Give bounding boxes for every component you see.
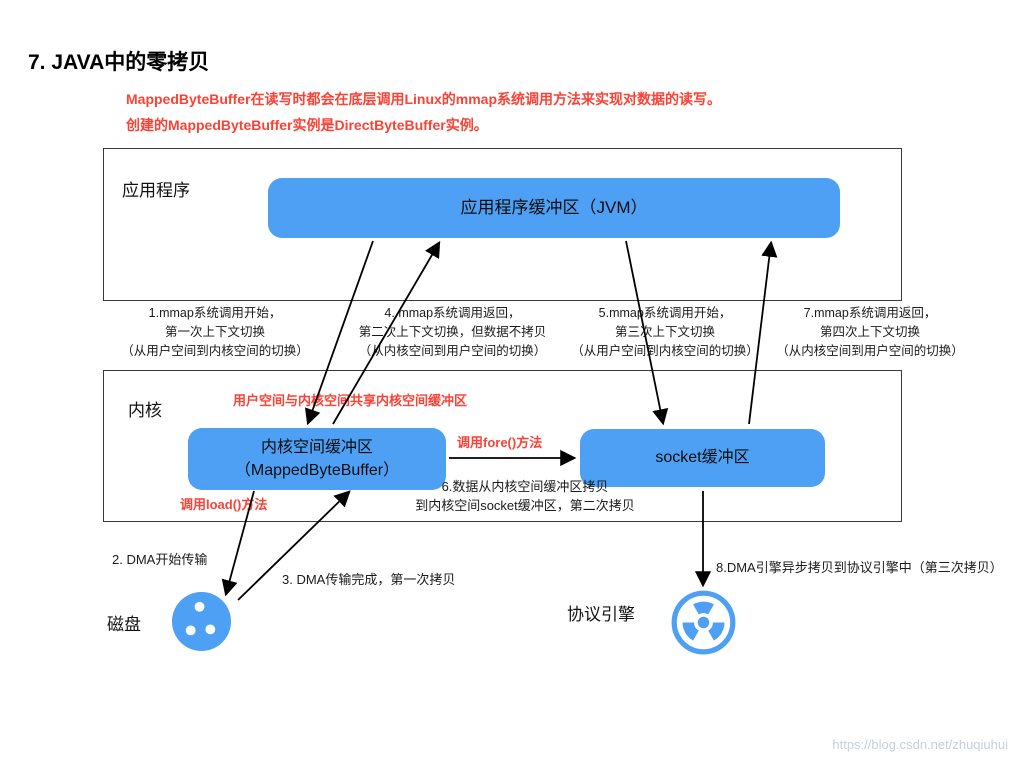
disk-label: 磁盘 (107, 615, 141, 634)
engine-copy-note-8: 8.DMA引擎异步拷贝到协议引擎中（第三次拷贝） (716, 560, 1003, 575)
kernel-frame (103, 370, 902, 522)
dma-start-note: 2. DMA开始传输 (112, 552, 208, 567)
radiation-icon (671, 590, 736, 655)
load-method-label: 调用load()方法 (180, 497, 268, 512)
protocol-engine-label: 协议引擎 (567, 605, 635, 624)
kernel-buffer-box: 内核空间缓冲区 （MappedByteBuffer） (188, 428, 446, 490)
user-space-frame (103, 148, 902, 301)
watermark: https://blog.csdn.net/zhuqiuhui (832, 737, 1008, 752)
kernel-label: 内核 (128, 401, 162, 420)
context-note-5: 5.mmap系统调用开始， 第三次上下文切换 （从用户空间到内核空间的切换） (571, 306, 759, 358)
socket-buffer-box: socket缓冲区 (580, 429, 825, 487)
dma-done-note: 3. DMA传输完成，第一次拷贝 (282, 572, 456, 587)
fore-method-label: 调用fore()方法 (457, 435, 543, 450)
app-buffer-box: 应用程序缓冲区（JVM） (268, 178, 840, 238)
user-space-label: 应用程序 (122, 181, 190, 200)
context-note-7: 7.mmap系统调用返回， 第四次上下文切换 （从内核空间到用户空间的切换） (776, 306, 964, 358)
page-title: 7. JAVA中的零拷贝 (28, 51, 210, 74)
mmap-explanation-note: MappedByteBuffer在读写时都会在底层调用Linux的mmap系统调… (126, 91, 722, 133)
disk-icon (171, 591, 232, 652)
context-note-4: 4. mmap系统调用返回， 第二次上下文切换，但数据不拷贝 （从内核空间到用户… (358, 306, 547, 358)
context-note-1: 1.mmap系统调用开始， 第一次上下文切换 （从用户空间到内核空间的切换） (121, 306, 309, 358)
shared-buffer-note: 用户空间与内核空间共享内核空间缓冲区 (233, 393, 468, 408)
copy-note-6: 6.数据从内核空间缓冲区拷贝 到内核空间socket缓冲区，第二次拷贝 (415, 479, 635, 513)
